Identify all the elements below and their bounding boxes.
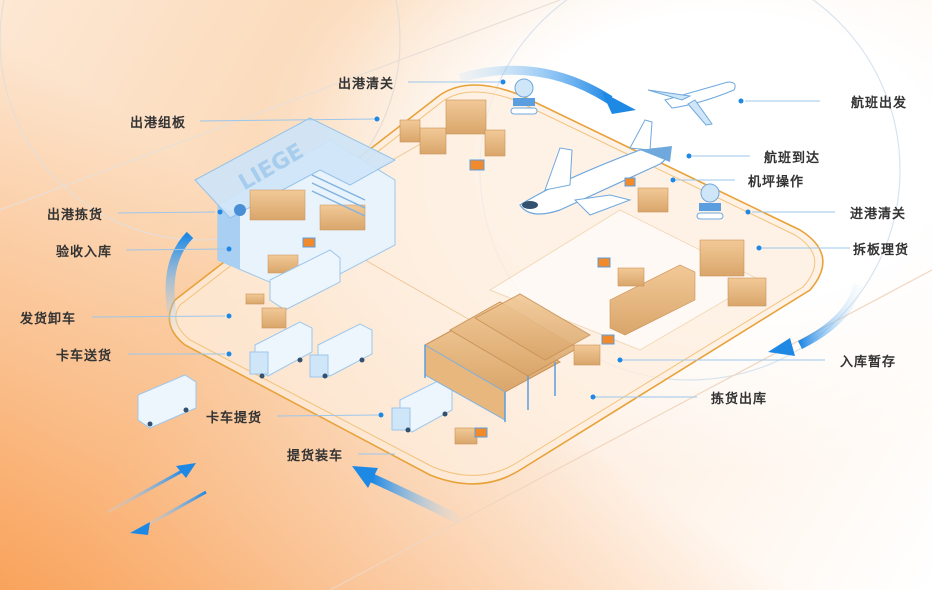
liege-warehouse: LIEGE [194,117,397,296]
truck-icon [137,374,197,429]
leader-dots [217,79,762,418]
airplane-departing [647,81,736,126]
label-truck-delivery: 卡车送货 [56,349,113,364]
forklift-icon [624,177,636,187]
forklift-icon [469,159,485,171]
label-depalletizing-sorting: 拆板理货 [853,243,910,258]
arrow-outbound-to-flight [458,65,613,104]
trucks [137,249,453,433]
customs-stamp-icon [696,183,724,220]
label-inbound-customs: 进港清关 [850,207,907,222]
label-outbound-customs: 出港清关 [338,77,395,92]
label-outbound-palletizing: 出港组板 [130,116,187,131]
storage-racks [423,293,592,422]
label-flight-arrival: 航班到达 [764,151,821,166]
label-truck-pickup: 卡车提货 [206,411,263,426]
arrow-head [176,463,196,478]
flow-arrows [107,65,863,535]
cargo-boxes [245,99,767,445]
forklift-icon [601,334,615,345]
forklift-icon [302,237,316,248]
arrow-head [768,338,795,356]
label-flight-departure: 航班出发 [851,96,908,111]
forklift-icon [474,427,488,438]
truck-icon [249,321,313,377]
label-apron-operation: 机坪操作 [748,175,805,190]
leader-lines [91,81,850,455]
arrow-head [352,466,378,488]
label-warehouse-storage: 入库暂存 [840,355,897,370]
arrow-bottom-left [370,473,463,525]
robot-arm-icon [234,204,246,216]
label-outbound-picking: 出港拣货 [47,208,104,223]
airplane-arriving [519,119,672,216]
arrow-head [602,92,636,114]
label-delivery-unloading: 发货卸车 [20,312,77,327]
arrow-head [130,522,150,535]
customs-stamp-icon [510,78,538,115]
label-pickup-loading: 提货装车 [287,449,344,464]
truck-icon [269,249,341,311]
forklifts [302,159,636,438]
forklift-icon [597,257,611,268]
arrow-bidirectional-up [107,468,185,514]
label-picking-outbound: 拣货出库 [711,392,768,407]
truck-icon [309,323,373,378]
arrow-bidirectional-down [141,490,207,530]
arrow-right-down [797,283,863,350]
label-inspection-warehousing: 验收入库 [56,245,113,260]
